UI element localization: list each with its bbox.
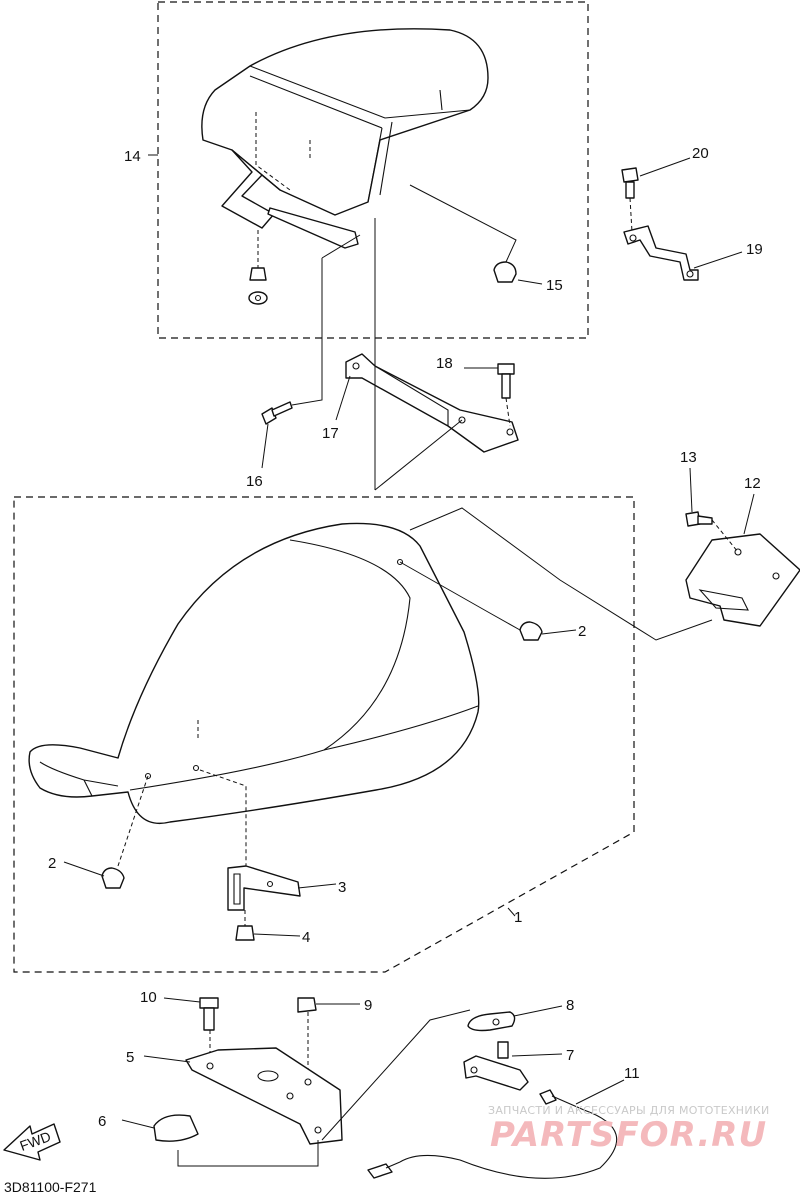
callout-20: 20 bbox=[692, 145, 709, 162]
rear-seat-nut bbox=[248, 230, 268, 305]
bolt-part-16 bbox=[261, 401, 293, 425]
rear-seat-part-14 bbox=[201, 28, 489, 249]
bolt-part-10 bbox=[199, 997, 219, 1066]
bolt-part-20 bbox=[621, 167, 639, 233]
watermark-tagline: ЗАПЧАСТИ И АКСЕССУАРЫ ДЛЯ МОТОТЕХНИКИ bbox=[488, 1104, 770, 1117]
bolt-part-13 bbox=[685, 511, 713, 527]
diagram-code: 3D81100-F271 bbox=[4, 1179, 97, 1195]
pad-part-6 bbox=[153, 1114, 199, 1142]
bracket-part-17 bbox=[345, 353, 519, 453]
grommet-part-15 bbox=[409, 184, 517, 283]
callout-4: 4 bbox=[302, 929, 310, 946]
callout-18: 18 bbox=[436, 355, 453, 372]
callout-12: 12 bbox=[744, 475, 761, 492]
grommet-part-2-rear bbox=[101, 867, 125, 889]
callout-7: 7 bbox=[566, 1047, 574, 1064]
grommet-part-2-front bbox=[399, 561, 543, 641]
fwd-arrow-icon: FWD bbox=[3, 1123, 61, 1161]
plate-part-5 bbox=[185, 1047, 343, 1145]
callout-5: 5 bbox=[126, 1049, 134, 1066]
nut-part-4 bbox=[235, 910, 255, 941]
callout-17: 17 bbox=[322, 425, 339, 442]
callout-8: 8 bbox=[566, 997, 574, 1014]
bracket-part-3 bbox=[227, 865, 301, 911]
callout-9: 9 bbox=[364, 997, 372, 1014]
callout-10: 10 bbox=[140, 989, 157, 1006]
bolt-part-18 bbox=[497, 363, 515, 427]
callout-2-rear: 2 bbox=[48, 855, 56, 872]
callout-13: 13 bbox=[680, 449, 697, 466]
callout-14: 14 bbox=[124, 148, 141, 165]
watermark-logo: PARTSFOR.RU bbox=[490, 1115, 767, 1155]
main-seat-part-1 bbox=[28, 522, 480, 870]
bracket-part-12 bbox=[685, 519, 800, 627]
callout-16: 16 bbox=[246, 473, 263, 490]
strap-part-19 bbox=[623, 225, 699, 281]
callout-15: 15 bbox=[546, 277, 563, 294]
cable-part-11 bbox=[367, 1089, 618, 1179]
rear-seat-group-box bbox=[157, 1, 589, 339]
callout-11: 11 bbox=[624, 1065, 640, 1082]
catch-part-7 bbox=[463, 1041, 529, 1091]
callout-6: 6 bbox=[98, 1113, 106, 1130]
plate-part-8 bbox=[467, 1011, 516, 1032]
main-seat-group-box bbox=[13, 496, 635, 973]
callout-3: 3 bbox=[338, 879, 346, 896]
callout-19: 19 bbox=[746, 241, 763, 258]
callout-1: 1 bbox=[514, 909, 522, 926]
callout-2-front: 2 bbox=[578, 623, 586, 640]
